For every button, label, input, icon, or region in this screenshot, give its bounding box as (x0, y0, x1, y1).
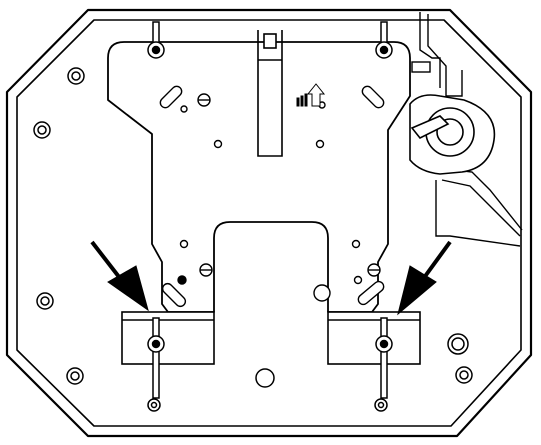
hole-bottom-left (66, 367, 84, 385)
up-arrow-symbol-icon (296, 83, 326, 107)
arrow-down-right-icon (397, 240, 452, 316)
symbol-bar-3 (304, 93, 308, 107)
top-left-screw-shaft (152, 21, 160, 45)
center-channel-tab (263, 33, 277, 49)
bracket-channel-line-3 (435, 180, 521, 247)
lower-left-small-hole-2 (177, 275, 187, 285)
plate-outline (107, 41, 411, 313)
bracket-channel-line-1 (439, 167, 523, 231)
center-channel (257, 30, 283, 157)
top-left-screw (147, 21, 165, 59)
lower-right-screw-shaft (380, 317, 388, 399)
symbol-bar-1 (296, 97, 300, 107)
mounting-plate (107, 41, 411, 313)
hole-bottom-right (455, 366, 473, 384)
upper-hole-left (213, 139, 223, 149)
symbol-bar-2 (300, 95, 304, 107)
cam-latch (409, 94, 496, 175)
bracket-small-slot (411, 61, 431, 73)
upper-left-small-hole (180, 105, 188, 113)
lower-left-screw (147, 317, 165, 412)
lower-left-slot (161, 282, 187, 308)
top-right-screw-shaft (380, 21, 388, 45)
housing-holes (33, 67, 473, 388)
hole-top-left (67, 67, 85, 85)
upper-left-slot (159, 85, 183, 109)
housing-outline (5, 8, 533, 438)
symbol-arrow (306, 83, 326, 107)
upper-right-slot (361, 85, 385, 109)
lower-left-small-hole-1 (179, 239, 189, 249)
bracket-outline-outer (427, 14, 463, 97)
upper-hole-right (315, 139, 325, 149)
cam-lever (410, 115, 450, 140)
hole-left-lower (36, 292, 54, 310)
center-channel-outline (257, 30, 283, 157)
indicator-arrows (90, 240, 452, 316)
center-round-boss (313, 284, 331, 302)
lower-left-screw-shaft (152, 317, 160, 399)
housing-outer-edge (5, 8, 533, 438)
lower-left-screw-center (151, 339, 161, 349)
top-right-screw-center (379, 45, 389, 55)
plate-details (159, 85, 385, 308)
bracket-outline-upper (419, 12, 441, 88)
lower-left-screw-foot-center (150, 401, 158, 409)
lower-right-small-hole-1 (351, 239, 361, 249)
top-left-screw-center (151, 45, 161, 55)
top-screws (147, 21, 393, 59)
bracket-channel-line-2 (441, 179, 521, 237)
lower-screws (147, 317, 393, 412)
lower-right-screw-foot-center (377, 401, 385, 409)
hole-left-upper (33, 121, 51, 139)
lower-right-screw (374, 317, 393, 412)
top-right-screw (375, 21, 393, 59)
housing-inner-edge (16, 19, 522, 427)
lower-right-slot (357, 280, 385, 306)
hole-right-lower (447, 333, 469, 355)
lower-right-screw-center (379, 339, 389, 349)
hole-bottom-center (255, 368, 275, 388)
lower-right-small-hole-2 (353, 275, 363, 285)
arrow-down-left-icon (90, 240, 149, 312)
lower-brackets (121, 311, 421, 365)
